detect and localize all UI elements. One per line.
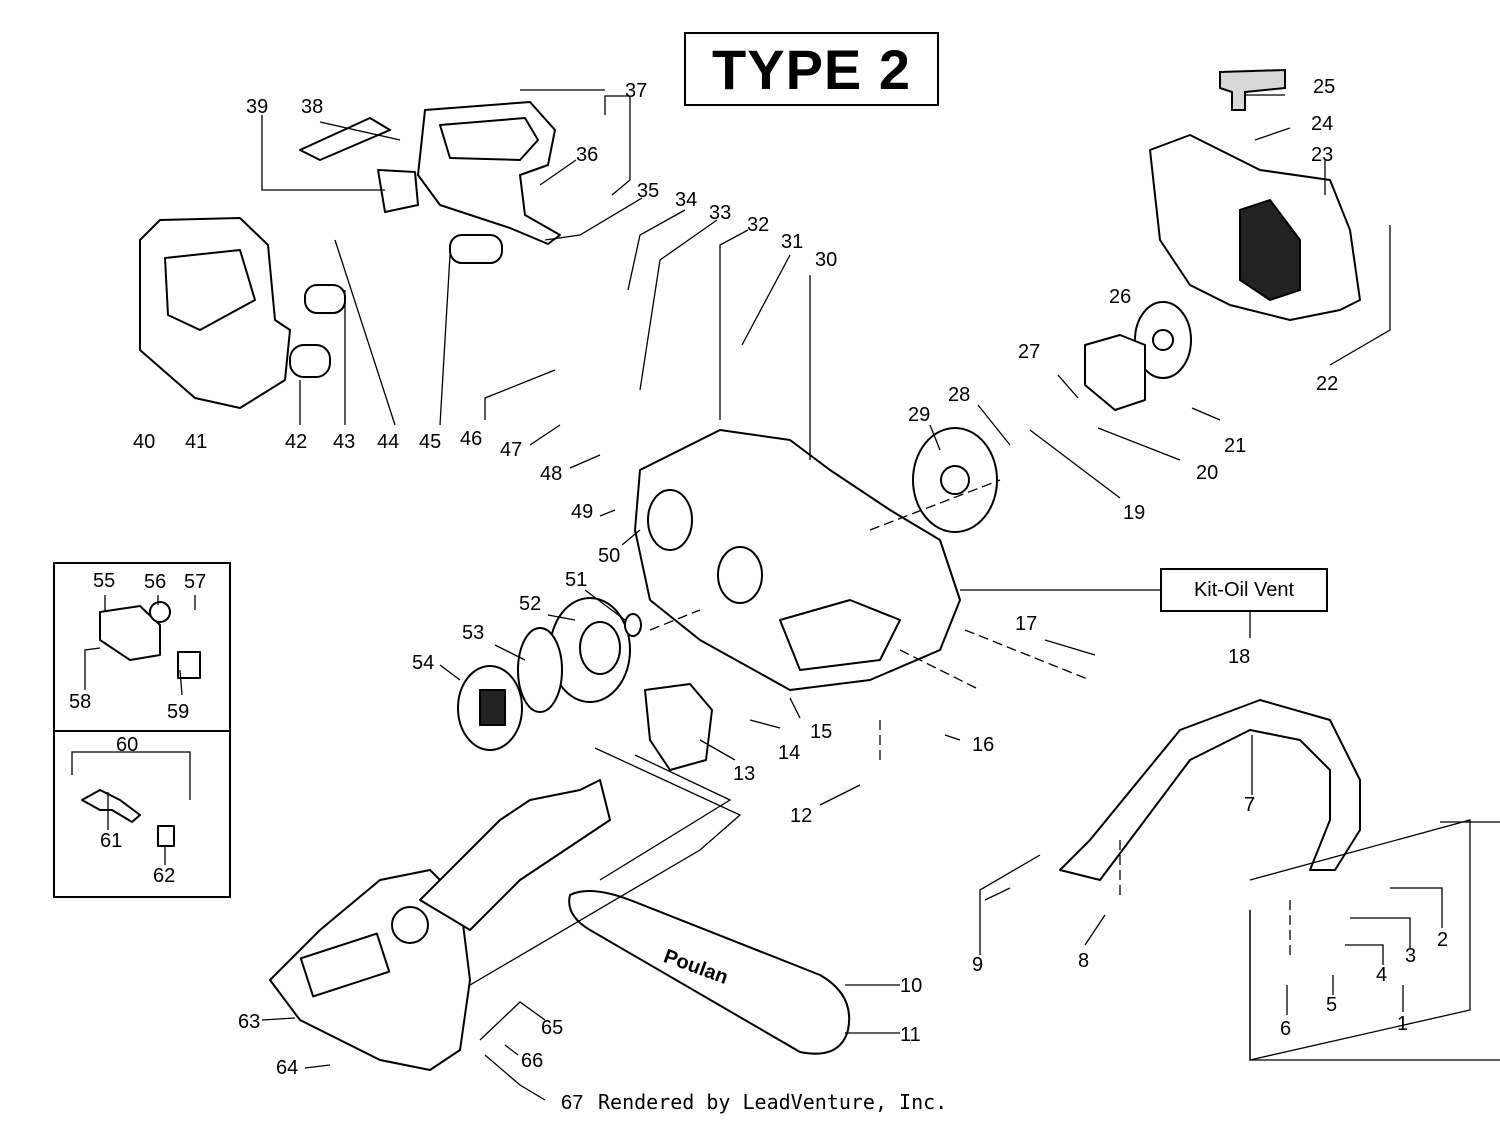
callout-4: 4 [1376, 964, 1387, 986]
chain-adjuster-plate [644, 683, 713, 771]
pump-seal [149, 601, 171, 623]
fuel-line [81, 789, 141, 823]
callout-31: 31 [781, 231, 803, 253]
sprocket-cover [269, 779, 611, 1071]
callout-17: 17 [1015, 613, 1037, 635]
starter-pawl-plate [1084, 334, 1146, 411]
callout-22: 22 [1316, 373, 1338, 395]
fuel-filter [157, 825, 175, 847]
callout-18: 18 [1228, 646, 1250, 668]
throttle-block [377, 169, 419, 213]
callout-52: 52 [519, 593, 541, 615]
footer-credit: Rendered by LeadVenture, Inc. [598, 1090, 948, 1114]
callout-20: 20 [1196, 462, 1218, 484]
callout-51: 51 [565, 569, 587, 591]
callout-43: 43 [333, 431, 355, 453]
callout-13: 13 [733, 763, 755, 785]
assembly-lines [649, 479, 1291, 960]
callout-38: 38 [301, 96, 323, 118]
callout-19: 19 [1123, 502, 1145, 524]
callout-44: 44 [377, 431, 399, 453]
callout-35: 35 [637, 180, 659, 202]
callout-62: 62 [153, 865, 175, 887]
springs [289, 234, 503, 378]
clutch [457, 665, 523, 751]
callout-11: 11 [900, 1024, 921, 1046]
callout-28: 28 [948, 384, 970, 406]
callout-45: 45 [419, 431, 441, 453]
callout-53: 53 [462, 622, 484, 644]
oil-pump [99, 605, 161, 661]
callout-67: 67 [561, 1092, 583, 1114]
crankcase-housing [634, 429, 961, 691]
callout-10: 10 [900, 975, 922, 997]
callout-27: 27 [1018, 341, 1040, 363]
callout-37: 37 [625, 80, 647, 102]
callout-8: 8 [1078, 950, 1089, 972]
guide-bar: Poulan [568, 890, 851, 1055]
callout-66: 66 [521, 1050, 543, 1072]
throttle-trigger [299, 117, 391, 161]
callout-56: 56 [144, 571, 166, 593]
callout-36: 36 [576, 144, 598, 166]
callout-64: 64 [276, 1057, 298, 1079]
callout-65: 65 [541, 1017, 563, 1039]
callout-16: 16 [972, 734, 994, 756]
callout-6: 6 [1280, 1018, 1291, 1040]
leader-lines [71, 89, 1443, 1101]
callout-5: 5 [1326, 994, 1337, 1016]
callout-60: 60 [116, 734, 138, 756]
callout-30: 30 [815, 249, 837, 271]
callout-1: 1 [1397, 1013, 1408, 1035]
callout-3: 3 [1405, 945, 1416, 967]
callout-48: 48 [540, 463, 562, 485]
callout-24: 24 [1311, 113, 1333, 135]
callout-9: 9 [972, 954, 983, 976]
diagram-title: TYPE 2 [684, 32, 939, 106]
callout-39: 39 [246, 96, 268, 118]
callout-15: 15 [810, 721, 832, 743]
callout-33: 33 [709, 202, 731, 224]
callout-34: 34 [675, 189, 697, 211]
callout-59: 59 [167, 701, 189, 723]
top-handle [417, 101, 561, 245]
callout-14: 14 [778, 742, 800, 764]
callout-50: 50 [598, 545, 620, 567]
callout-25: 25 [1313, 76, 1335, 98]
callout-23: 23 [1311, 144, 1333, 166]
callout-55: 55 [93, 570, 115, 592]
callout-2: 2 [1437, 929, 1448, 951]
inset-fuel-line [53, 730, 231, 898]
callout-54: 54 [412, 652, 434, 674]
callout-57: 57 [184, 571, 206, 593]
callout-12: 12 [790, 805, 812, 827]
front-handle-bar [1059, 699, 1361, 881]
clutch-drum [549, 597, 631, 703]
callout-42: 42 [285, 431, 307, 453]
starter-housing [1149, 68, 1361, 321]
callout-41: 41 [185, 431, 207, 453]
callout-63: 63 [238, 1011, 260, 1033]
washer-53 [517, 627, 563, 713]
callout-32: 32 [747, 214, 769, 236]
callout-29: 29 [908, 404, 930, 426]
callout-26: 26 [1109, 286, 1131, 308]
callout-numbers: 1 2 3 4 5 6 7 8 9 10 11 12 13 14 15 16 1… [69, 76, 1448, 1114]
oil-pickup [177, 651, 201, 679]
callout-46: 46 [460, 428, 482, 450]
callout-47: 47 [500, 439, 522, 461]
washer-51 [624, 613, 642, 637]
callout-61: 61 [100, 830, 122, 852]
callout-40: 40 [133, 431, 155, 453]
callout-21: 21 [1224, 435, 1246, 457]
callout-58: 58 [69, 691, 91, 713]
callout-49: 49 [571, 501, 593, 523]
callout-7: 7 [1244, 794, 1255, 816]
flywheel [912, 427, 998, 533]
